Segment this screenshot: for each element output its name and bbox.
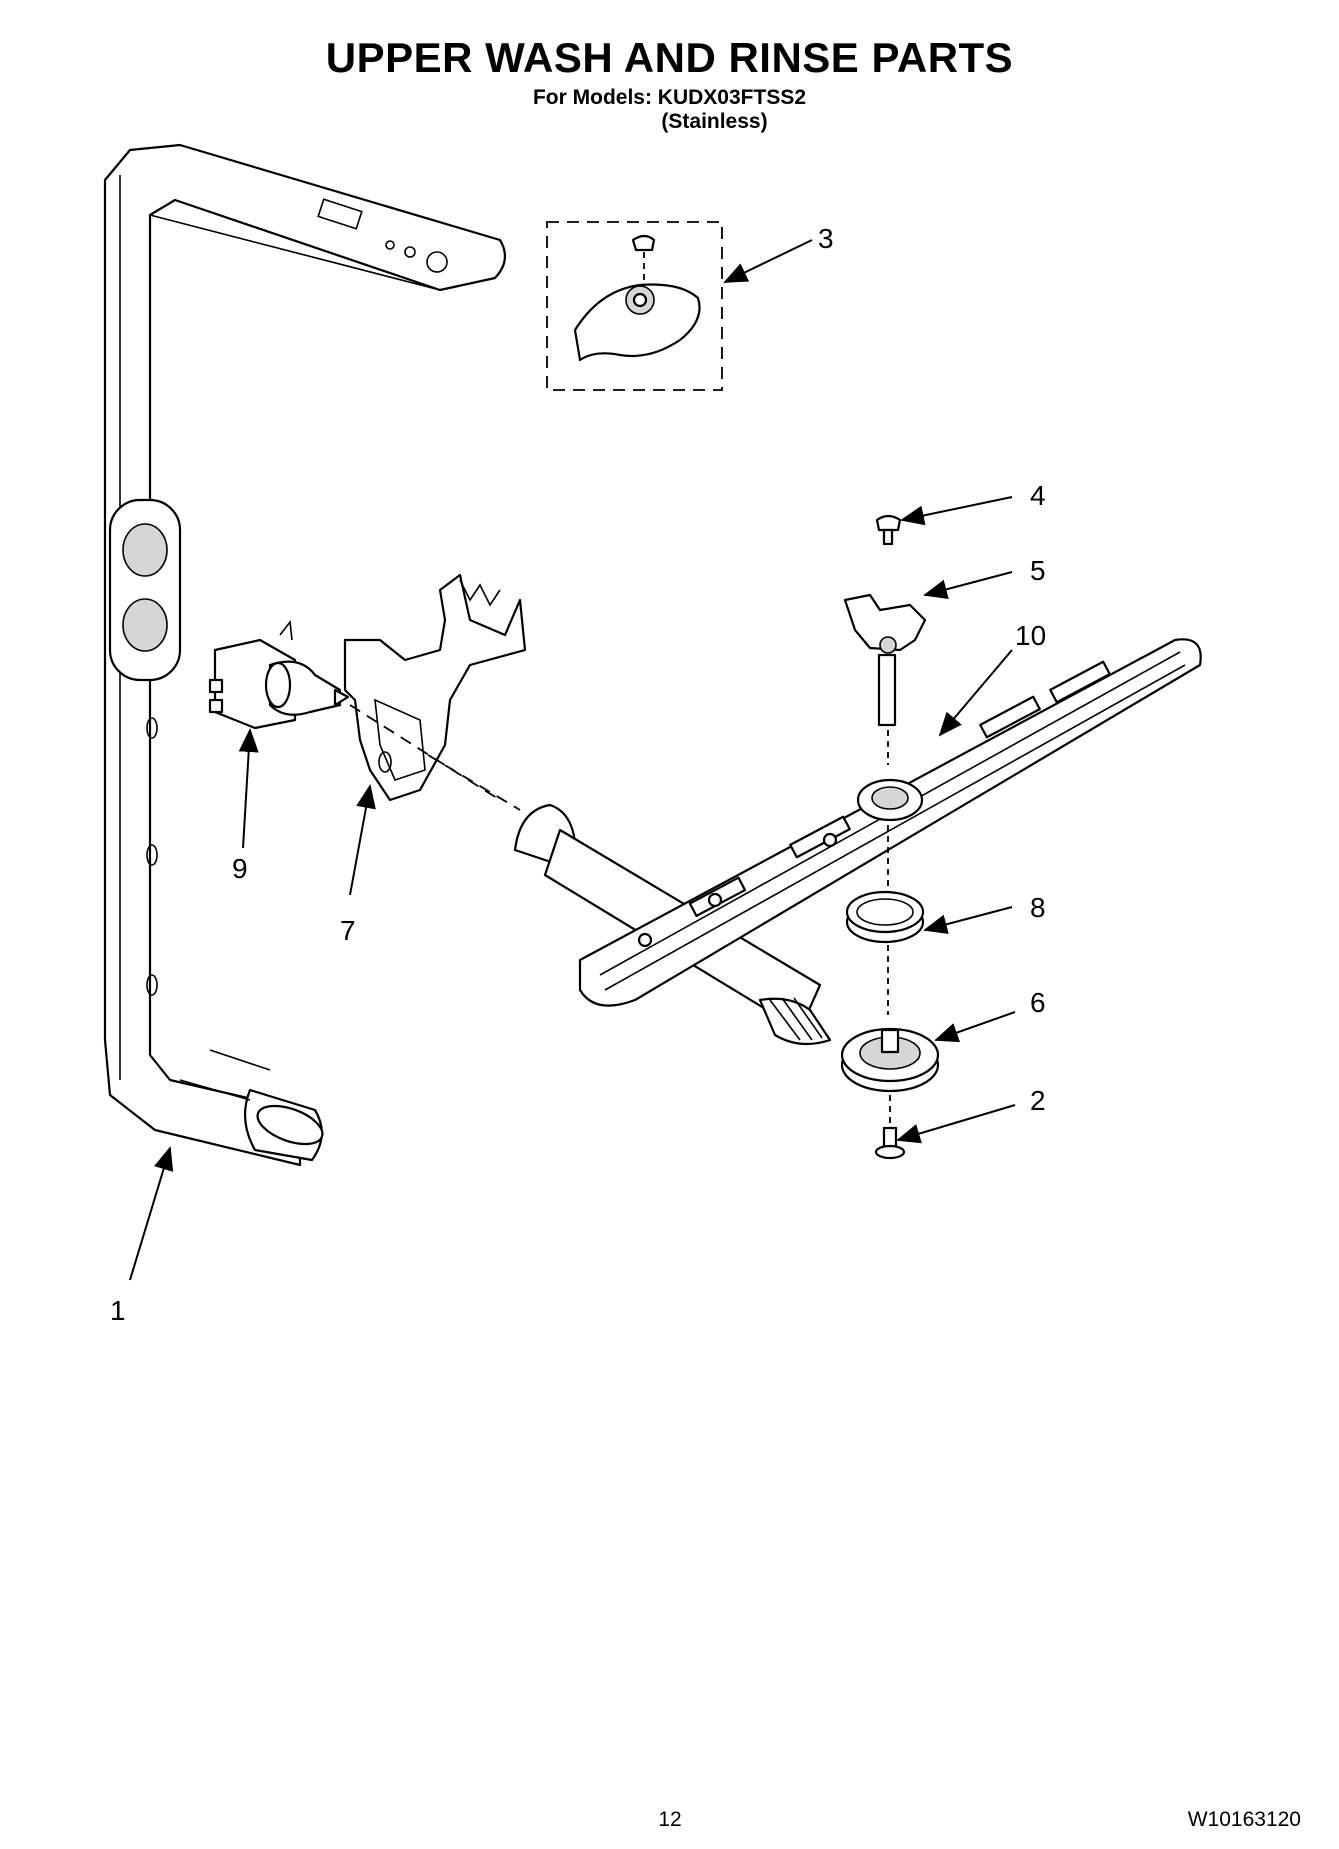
leader-8	[923, 906, 1013, 935]
leader-5	[923, 571, 1013, 600]
model-info: For Models: KUDX03FTSS2 (Stainless)	[0, 86, 1339, 134]
bearing-part-6	[840, 1027, 940, 1093]
callout-10: 10	[1015, 620, 1046, 651]
callout-4: 4	[1030, 480, 1046, 511]
leader-7	[349, 784, 376, 896]
leader-10	[938, 649, 1013, 737]
screw-part-4	[875, 514, 902, 546]
callout-7: 7	[340, 915, 356, 946]
callout-2: 2	[1030, 1085, 1046, 1116]
callout-5: 5	[1030, 555, 1046, 586]
models-line: For Models: KUDX03FTSS2	[532, 86, 807, 109]
ring-part-8	[845, 890, 925, 944]
hub-part-5	[843, 593, 927, 727]
callout-1: 1	[110, 1295, 126, 1326]
leader-6	[934, 1011, 1016, 1043]
variant-label: (Stainless)	[661, 110, 768, 133]
callout-3: 3	[818, 223, 834, 254]
document-number: W10163120	[1187, 1808, 1301, 1831]
bracket-part-7	[343, 573, 527, 802]
leader-3	[723, 239, 813, 283]
supply-tube-part-1	[103, 143, 507, 1167]
leader-1	[129, 1146, 174, 1281]
page-title: UPPER WASH AND RINSE PARTS	[325, 34, 1014, 81]
callout-6: 6	[1030, 987, 1046, 1018]
leader-9	[238, 728, 259, 849]
detail-box-part-3	[546, 221, 723, 391]
valve-part-9	[208, 619, 350, 730]
spray-arm-part-10	[578, 638, 1202, 1007]
callout-8: 8	[1030, 892, 1046, 923]
screw-part-2	[874, 1126, 906, 1160]
leader-2	[896, 1104, 1016, 1144]
page-number: 12	[658, 1808, 682, 1831]
callout-9: 9	[232, 853, 248, 884]
leader-4	[900, 496, 1013, 526]
